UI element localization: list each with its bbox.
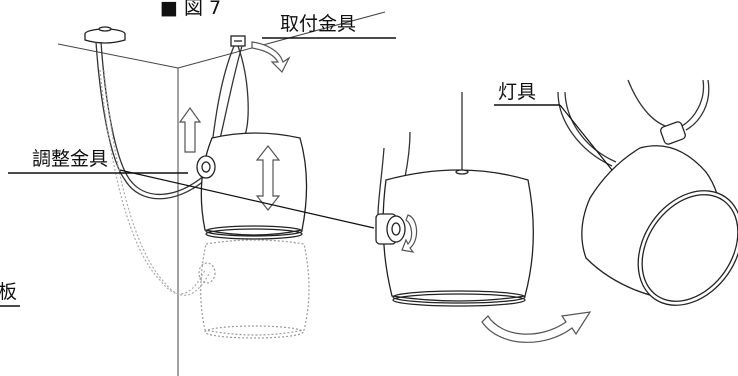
figure-title-text: 図 7 [184, 0, 221, 19]
lamp-label-group: 灯具 [494, 81, 613, 171]
lamp-label: 灯具 [498, 81, 536, 103]
lift-arrow [178, 106, 202, 153]
bracket-rotate-arrow [251, 41, 291, 74]
figure-title: ■ 図 7 [160, 0, 221, 19]
ceiling-board-label-group: 板 [0, 281, 20, 307]
ceiling-board-label: 板 [0, 281, 17, 303]
adjustment-bracket-label: 調整金具 [32, 148, 108, 170]
lamp-upper [200, 132, 308, 240]
lamp-right [557, 79, 738, 306]
adjustment-bracket-label-group: 調整金具 [8, 148, 375, 229]
lamp-center [375, 92, 534, 307]
adjust-knob-upper [196, 155, 216, 179]
mounting-bracket [230, 35, 246, 47]
power-cord-ghost [99, 69, 211, 296]
mounting-bracket-label-group: 取付金具 [262, 13, 396, 39]
knob-rotate-arrow [401, 214, 418, 253]
lamp-lower-ghost [198, 239, 310, 339]
figure-title-marker: ■ [160, 0, 178, 19]
power-cord [95, 41, 206, 200]
ceiling-canopy [84, 26, 126, 44]
adjust-knob-center [375, 213, 406, 245]
height-adjust-arrow [255, 145, 281, 211]
ceiling-wall-corner [57, 11, 386, 376]
tilt-arrow [481, 311, 592, 343]
mounting-bracket-label: 取付金具 [280, 13, 356, 35]
